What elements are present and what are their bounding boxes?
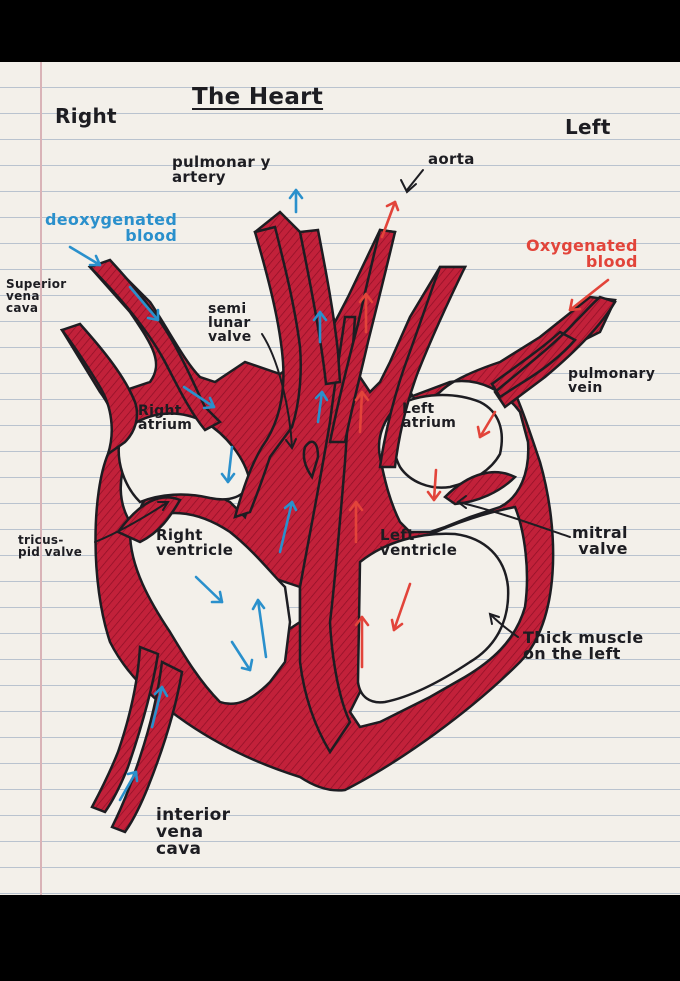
red-arrow: [390, 582, 412, 632]
tricuspid-valve-label: tricus- pid valve: [18, 533, 83, 559]
pulmonary-artery: [233, 225, 342, 519]
blue-arrow: [194, 575, 224, 604]
pointer-tricuspid: [94, 501, 169, 543]
pointer-thick-muscle-head: [488, 612, 500, 625]
pointer-mitral-head: [456, 495, 467, 509]
right-ventricle-label: Right ventricle: [156, 526, 234, 559]
blue-arrow: [150, 685, 169, 729]
red-arrow: [358, 292, 374, 334]
blue-arrow: [288, 188, 304, 214]
oxygenated-flow-arrows: [348, 200, 610, 669]
heart-diagram: [59, 169, 617, 834]
pointer-thick-muscle: [489, 613, 519, 638]
right-side-label: Right: [55, 104, 117, 128]
left-atrium-label: Left atrium: [402, 401, 457, 431]
pointer-aorta: [406, 169, 424, 191]
pulmonary-artery-label: pulmonar y artery: [172, 153, 271, 186]
pointer-aorta-head: [400, 179, 417, 194]
semi-lunar-valve-label: semi lunar valve: [208, 301, 252, 345]
blue-arrow: [118, 770, 139, 802]
margin-line: [40, 62, 42, 895]
superior-vena-cava-label: Superior vena cava: [6, 277, 67, 315]
oxygenated-blood-label: Oxygenated blood: [526, 236, 638, 271]
inferior-vena-cava-label: interior vena cava: [156, 805, 231, 859]
left-side-label: Left: [565, 115, 611, 139]
pointer-mitral: [457, 501, 571, 538]
pointer-tricuspid-head: [157, 501, 170, 511]
semi-lunar-valve: [302, 440, 320, 480]
blue-arrow: [182, 385, 216, 410]
red-arrow: [348, 500, 364, 544]
deoxygenated-blood-label: deoxygenated blood: [45, 210, 178, 245]
deoxygenated-flow-arrows: [68, 188, 329, 802]
mitral-valve: [443, 470, 518, 506]
red-arrow: [354, 615, 370, 669]
pulmonary-vein-label: pulmonary vein: [568, 366, 656, 396]
blue-arrow: [312, 310, 328, 344]
right-ventricle-cavity: [128, 511, 292, 706]
thick-muscle-label: Thick muscle on the left: [523, 628, 644, 663]
blue-arrow: [128, 285, 160, 322]
left-ventricle-label: Left ventricle: [380, 526, 458, 559]
right-atrium-label: Right atrium: [138, 403, 193, 433]
notebook-page: The Heart Right Left pulmonar y artery a…: [0, 62, 680, 895]
blue-arrow: [230, 640, 254, 672]
pointer-lines: [94, 169, 571, 638]
red-arrow: [354, 390, 370, 434]
aorta-label: aorta: [428, 150, 475, 168]
left-atrium-cavity: [391, 393, 504, 489]
blue-arrow: [68, 245, 102, 267]
red-arrow: [476, 410, 497, 439]
blue-arrow: [251, 598, 268, 659]
pulmonary-vein: [490, 295, 617, 409]
red-arrow: [426, 468, 442, 502]
page-title: The Heart: [192, 84, 324, 110]
blue-arrow: [220, 445, 236, 484]
blue-arrow: [314, 390, 329, 424]
pointer-semi-lunar: [261, 333, 293, 448]
aorta: [328, 228, 467, 469]
mitral-valve-label: mitral valve: [572, 523, 628, 558]
red-arrow: [380, 200, 400, 239]
blue-arrow: [278, 500, 298, 554]
red-arrow: [568, 278, 610, 312]
pointer-semi-lunar-head: [285, 438, 297, 450]
